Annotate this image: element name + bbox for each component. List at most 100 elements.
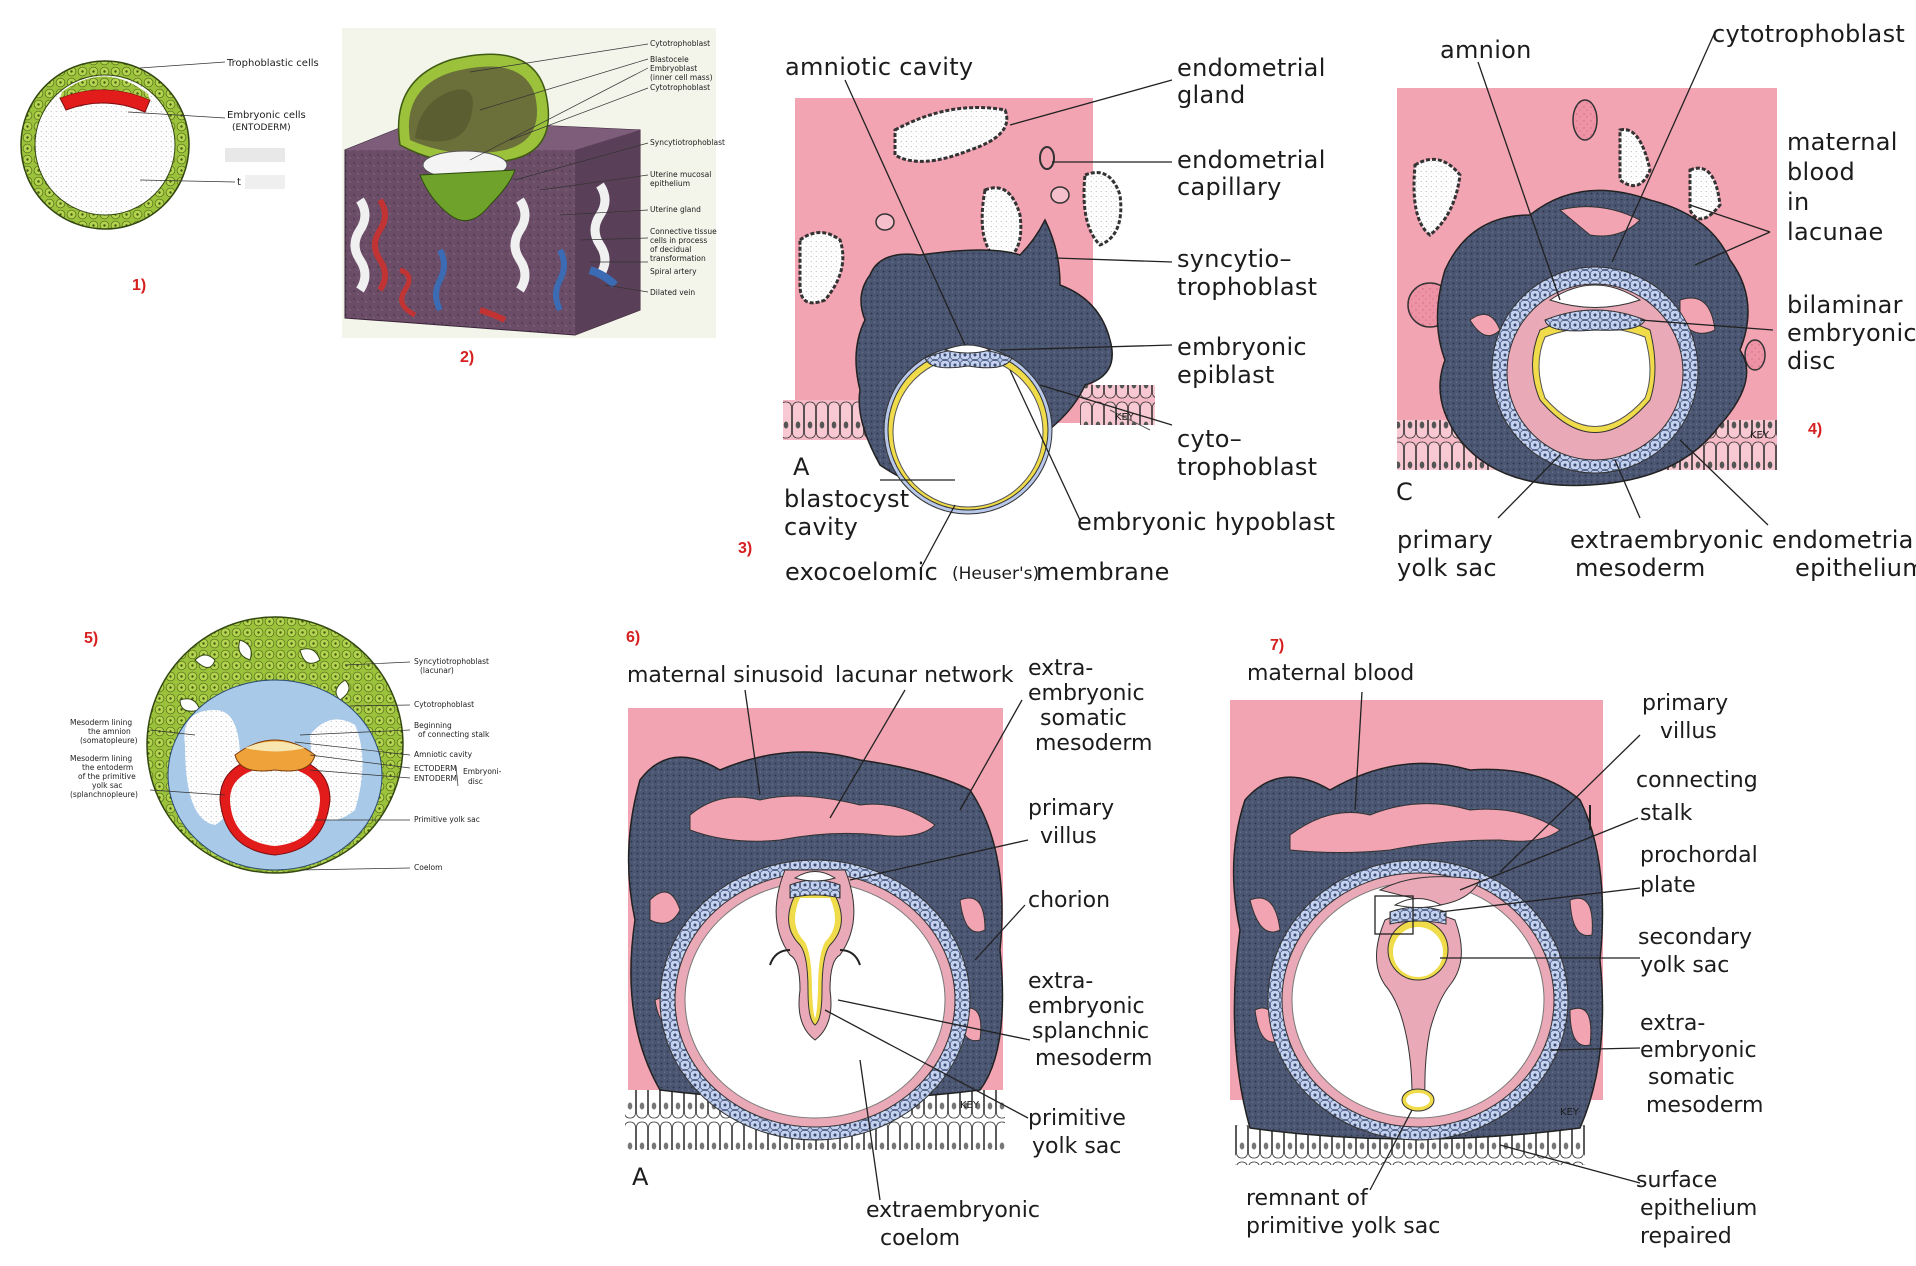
fig6-label-somatic-4: mesoderm [1035, 731, 1152, 756]
fig4-label-extra-1: extraembryonic [1570, 526, 1764, 554]
fig3-glands [798, 106, 1123, 305]
fig4-label-primary-1: primary [1397, 526, 1493, 554]
fig7-label-surface-1: surface [1636, 1168, 1717, 1193]
fig5-right-label-8: Embryoni- [463, 767, 502, 776]
fig1-label-t: t [237, 177, 241, 188]
fig3-label-capillary-2: capillary [1177, 173, 1282, 201]
fig2-label-connective-3: of decidual [650, 245, 691, 254]
panel-number-2: 2) [460, 349, 474, 366]
fig4-glands [1407, 99, 1766, 371]
fig6-label-coelom-1: extraembryonic [866, 1198, 1040, 1223]
fig4-label-cytotrophoblast: cytotrophoblast [1712, 20, 1905, 48]
fig7-label-plate-2: plate [1640, 873, 1696, 898]
fig5-leaders [149, 661, 411, 871]
fig7-label-som-4: mesoderm [1646, 1093, 1763, 1118]
fig7-label-surface-2: epithelium [1640, 1196, 1757, 1221]
fig4-letter: C [1396, 478, 1413, 506]
fig4-label-endometrial-2: epithelium [1795, 554, 1916, 582]
fig4-label-bilaminar-2: embryonic [1787, 319, 1916, 347]
fig2-label-blastocele: Blastocele [650, 55, 689, 64]
fig6-label-somatic-3: somatic [1040, 706, 1127, 731]
fig5-left-label-1: the amnion [88, 727, 131, 736]
fig3-leaders [844, 79, 1173, 571]
fig4-amniotic-cavity [1548, 284, 1642, 308]
fig2-label-connective-4: transformation [650, 254, 706, 263]
fig2-label-syncytiotrophoblast: Syncytiotrophoblast [650, 138, 725, 147]
panel-number-4: 4) [1808, 421, 1822, 438]
fig6-letter: A [632, 1163, 649, 1191]
fig6-label-splanch-3: splanchnic [1032, 1019, 1149, 1044]
fig7-label-maternal-blood: maternal blood [1247, 661, 1414, 686]
fig6-primitive-yolk-sac [795, 898, 835, 1018]
fig1-label-entoderm: (ENTODERM) [232, 123, 291, 133]
fig2-label-cytotrophoblast-2: Cytotrophoblast [650, 83, 710, 92]
panel-number-1: 1) [132, 277, 146, 294]
fig5-left-label-3: Mesoderm lining [70, 754, 132, 763]
fig3-label-heusers: (Heuser's) [952, 564, 1039, 584]
fig6-label-sinusoid: maternal sinusoid [627, 663, 824, 688]
fig6-label-villus-1: primary [1028, 796, 1114, 821]
fig2-tissue-block [344, 53, 641, 336]
fig4-label-primary-2: yolk sac [1397, 554, 1497, 582]
fig1-label-embryonic-cells: Embryonic cells [227, 110, 306, 121]
figure-1: Trophoblastic cells Embryonic cells (ENT… [17, 20, 330, 294]
fig5-right-label-9: disc [468, 777, 483, 786]
fig3-label-endometrial-gland-1: endometrial [1177, 54, 1326, 82]
fig3-label-epiblast-1: embryonic [1177, 333, 1307, 361]
fig2-label-epithelium: epithelium [650, 179, 690, 188]
fig6-label-splanch-4: mesoderm [1035, 1046, 1152, 1071]
fig3-label-cyto-2: trophoblast [1177, 453, 1317, 481]
figure-7: KEY maternal blood primary villus connec… [1230, 637, 1763, 1249]
fig7-label-som-1: extra- [1640, 1011, 1705, 1036]
fig5-right-label-1: (lacunar) [420, 666, 454, 675]
fig6-label-somatic-1: extra- [1028, 656, 1093, 681]
fig3-blastocyst-cavity [892, 356, 1044, 508]
fig1-label-trophoblastic: Trophoblastic cells [226, 58, 319, 69]
fig4-label-bilaminar-3: disc [1787, 347, 1836, 375]
fig6-label-somatic-2: embryonic [1028, 681, 1145, 706]
fig6-label-splanch-2: embryonic [1028, 994, 1145, 1019]
fig7-label-remnant-1: remnant of [1246, 1186, 1369, 1211]
fig6-key: KEY [960, 1100, 980, 1111]
fig5-right-label-5: Amniotic cavity [414, 750, 473, 759]
fig7-key: KEY [1560, 1107, 1580, 1118]
fig7-label-som-3: somatic [1648, 1065, 1735, 1090]
fig3-label-capillary-1: endometrial [1177, 146, 1326, 174]
fig2-label-spiral-artery: Spiral artery [650, 267, 697, 276]
fig2-label-leaders [469, 43, 649, 293]
fig4-label-maternal-4: lacunae [1787, 218, 1884, 246]
fig6-label-villus-2: villus [1040, 824, 1097, 849]
fig5-right-label-0: Syncytiotrophoblast [414, 657, 489, 666]
figure-4: KEY C amnion cytotrophoblast maternal bl… [1396, 20, 1916, 582]
fig5-left-label-7: (splanchnopleure) [70, 790, 138, 799]
fig5-right-label-3: Beginning [414, 721, 452, 730]
fig4-leaders [1477, 31, 1774, 526]
fig6-label-pys-1: primitive [1028, 1106, 1126, 1131]
fig5-left-label-4: the entoderm [82, 763, 133, 772]
fig7-label-remnant-2: primitive yolk sac [1246, 1214, 1440, 1239]
fig3-label-cyto-1: cyto– [1177, 425, 1242, 453]
fig2-label-connective-2: cells in process [650, 236, 707, 245]
fig7-remnant-yolk-sac [1406, 1093, 1430, 1107]
fig7-label-villus-2: villus [1660, 719, 1717, 744]
fig4-label-endometrial-1: endometrial [1772, 526, 1916, 554]
fig7-label-sys-1: secondary [1638, 925, 1752, 950]
fig3-label-epiblast-2: epiblast [1177, 361, 1275, 389]
fig5-right-label-11: Coelom [414, 863, 442, 872]
figure-3: KEY A amniotic cavity endometrial gland … [738, 53, 1335, 586]
fig6-label-coelom-2: coelom [880, 1226, 960, 1251]
fig3-label-syncytio-1: syncytio– [1177, 245, 1292, 273]
fig2-label-dilated-vein: Dilated vein [650, 288, 695, 297]
fig2-label-connective-1: Connective tissue [650, 227, 717, 236]
figure-2: Cytotrophoblast Blastocele Embryoblast (… [342, 28, 725, 366]
fig2-label-inner-cell-mass: (inner cell mass) [650, 73, 713, 82]
fig6-label-splanch-1: extra- [1028, 969, 1093, 994]
fig4-label-extra-2: mesoderm [1575, 554, 1706, 582]
fig7-connecting-stalk [1378, 876, 1481, 906]
fig7-label-plate-1: prochordal [1640, 843, 1758, 868]
fig5-right-label-10: Primitive yolk sac [414, 815, 480, 824]
fig2-label-uterine-mucosal: Uterine mucosal [650, 170, 711, 179]
fig6-label-pys-2: yolk sac [1032, 1134, 1121, 1159]
fig7-label-stalk-1: connecting [1636, 768, 1758, 793]
